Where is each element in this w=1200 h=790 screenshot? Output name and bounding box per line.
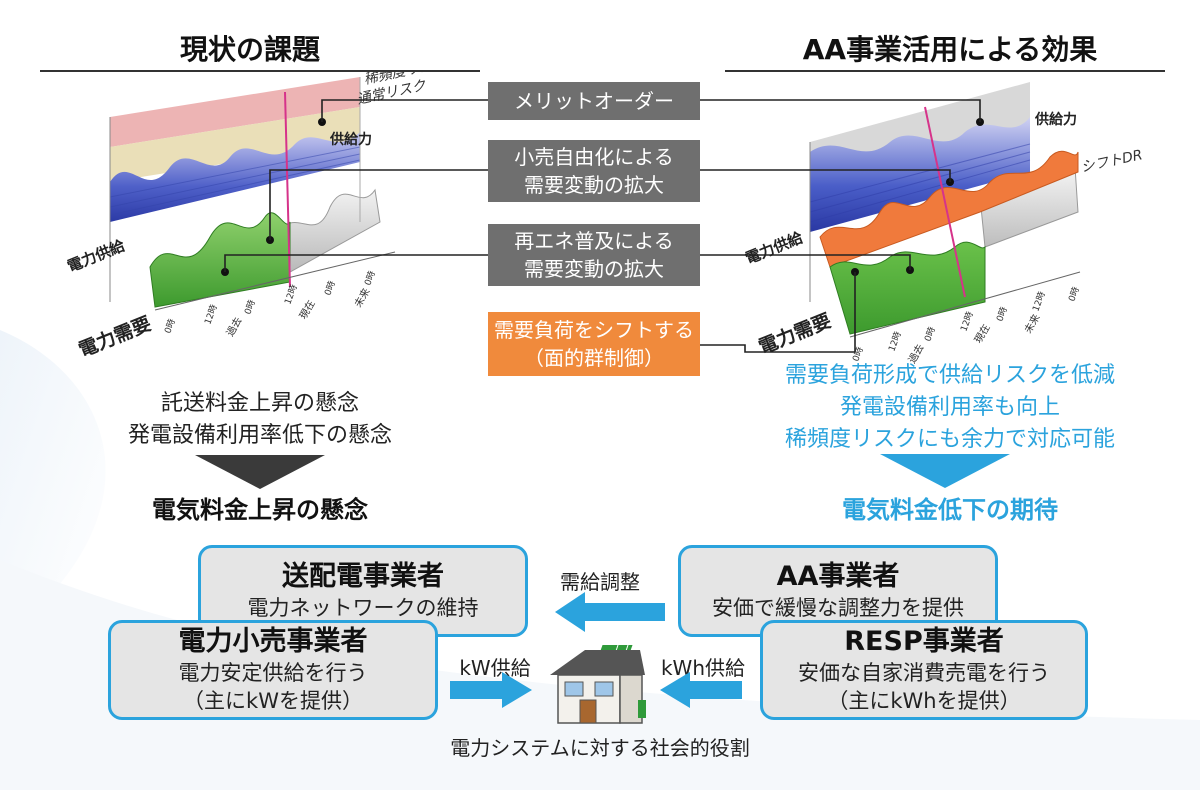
tick-label: 0時 <box>362 269 377 287</box>
supply-stripes <box>809 143 1031 223</box>
shift-dr-area <box>819 150 1079 268</box>
renewable-spread-box: 再エネ普及による 需要変動の拡大 <box>488 224 700 286</box>
right-header-underline <box>725 70 1165 72</box>
demand-shift-box: 需要負荷をシフトする （面的群制御） <box>488 312 700 376</box>
kwh-supply-label: kWh供給 <box>660 656 746 680</box>
left-header-underline <box>40 70 480 72</box>
resp-sub-line: 安価な自家消費売電を行う <box>798 661 1050 685</box>
kwh-supply-arrow <box>660 672 742 708</box>
footer-caption: 電力システムに対する社会的役割 <box>450 736 750 760</box>
present-line <box>924 106 966 298</box>
aa-line: 安価で緩慢な調整力を提供 <box>712 596 964 620</box>
transmission-line: 電力ネットワークの維持 <box>247 596 479 620</box>
label-supply: 供給力 <box>1034 111 1077 128</box>
effect-line: 需要負荷形成で供給リスクを低減 <box>784 363 1115 388</box>
supply-area <box>110 132 360 222</box>
tick-label: 0時 <box>994 305 1009 323</box>
concern-line: 託送料金上昇の懸念 <box>160 391 359 416</box>
demand-area <box>829 241 986 335</box>
retail-operator-box: 電力小売事業者 電力安定供給を行う （主にkWを提供） <box>108 620 438 720</box>
kw-supply-label: kW供給 <box>459 656 531 680</box>
rare-risk-band <box>110 77 360 147</box>
right-header: AA事業活用による効果 <box>802 33 1098 66</box>
past-demand-area <box>149 212 291 308</box>
resp-operator-box: RESP事業者 安価な自家消費売電を行う （主にkWhを提供） <box>760 620 1088 720</box>
left-down-arrow <box>195 455 325 489</box>
resp-sub-line: （主にkWhを提供） <box>827 689 1021 713</box>
retail-sub-line: （主にkWを提供） <box>183 689 363 713</box>
balancing-label: 需給調整 <box>560 570 640 594</box>
aa-title: AA事業者 <box>776 561 900 592</box>
label-supply: 供給力 <box>329 131 372 148</box>
merit-order-box: メリットオーダー <box>488 82 700 120</box>
house-icon <box>550 644 646 724</box>
retail-title: 電力小売事業者 <box>178 626 368 657</box>
effect-line: 稀頻度リスクにも余力で対応可能 <box>784 427 1115 452</box>
normal-risk-band <box>110 107 360 182</box>
right-down-arrow <box>880 454 1010 488</box>
transmission-title: 送配電事業者 <box>282 561 444 592</box>
future-demand-area <box>274 188 381 273</box>
balancing-arrow <box>555 592 665 632</box>
tick-label: 0時 <box>922 325 937 343</box>
right-chart: 供給力 シフトDR 電力供給 電力需要 0時 12時 0時 12時 0時 12時… <box>743 82 1144 366</box>
renewable-line: 再エネ普及による <box>514 229 674 253</box>
supply-area <box>810 117 1030 232</box>
left-header: 現状の課題 <box>179 33 320 66</box>
tick-label: 0時 <box>322 279 337 297</box>
retail-line: 需要変動の拡大 <box>524 173 664 197</box>
left-conclusion: 電気料金上昇の懸念 <box>152 496 368 524</box>
tick-label: 0時 <box>162 317 177 335</box>
left-concerns: 託送料金上昇の懸念 発電設備利用率低下の懸念 <box>80 388 440 452</box>
concern-line: 発電設備利用率低下の懸念 <box>127 423 392 448</box>
tick-label: 0時 <box>1066 285 1081 303</box>
shift-line: 需要負荷をシフトする <box>494 318 694 342</box>
tick-label: 0時 <box>242 298 257 316</box>
effect-line: 発電設備利用率も向上 <box>839 395 1060 420</box>
retail-line: 小売自由化による <box>514 145 674 169</box>
merit-order-label: メリットオーダー <box>514 89 674 113</box>
right-effects: 需要負荷形成で供給リスクを低減 発電設備利用率も向上 稀頻度リスクにも余力で対応… <box>740 360 1160 456</box>
renewable-line: 需要変動の拡大 <box>524 257 664 281</box>
supply-stripes <box>109 146 361 216</box>
right-conclusion: 電気料金低下の期待 <box>842 496 1058 524</box>
retail-sub-line: 電力安定供給を行う <box>178 661 368 685</box>
resp-title: RESP事業者 <box>844 626 1004 657</box>
left-chart: 稀頻度リスク 通常リスク 供給力 電力供給 電力需要 0時 12時 0時 12時… <box>65 72 449 362</box>
retail-liberalization-box: 小売自由化による 需要変動の拡大 <box>488 140 700 202</box>
shift-line: （面的群制御） <box>524 346 664 370</box>
kw-supply-arrow <box>450 672 532 708</box>
